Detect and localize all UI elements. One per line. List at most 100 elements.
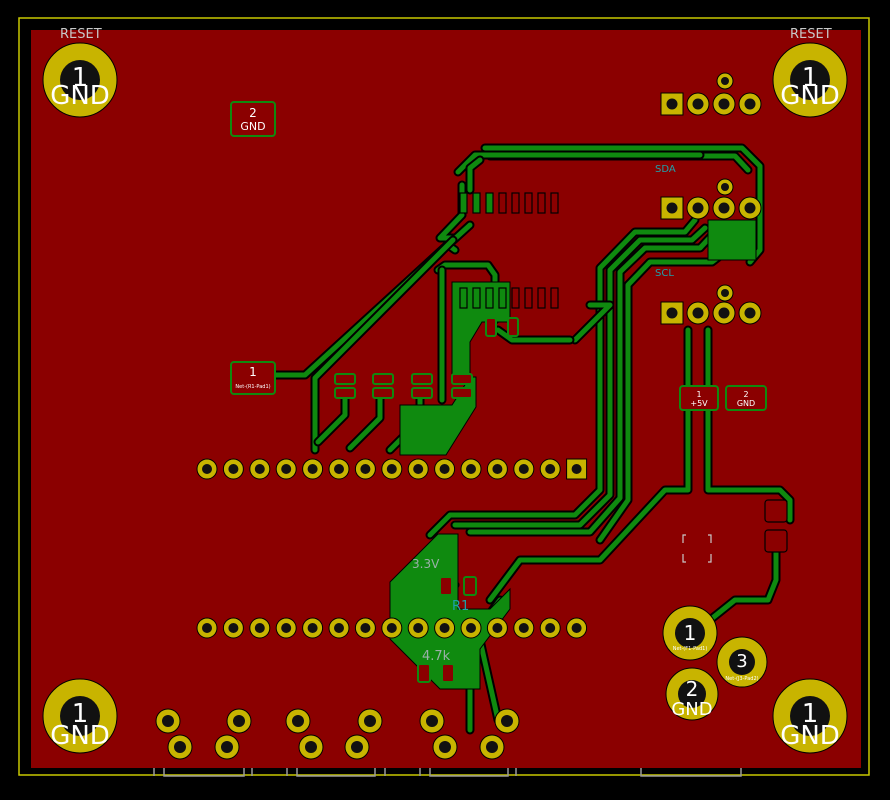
smd-pad xyxy=(441,663,455,683)
drill-hole xyxy=(466,623,476,633)
drill-hole xyxy=(351,741,363,753)
ic-pad xyxy=(511,287,520,309)
track xyxy=(482,145,763,265)
smd-pad xyxy=(451,387,473,399)
mounting-hole-bottom-right[interactable]: 1 GND xyxy=(772,678,848,754)
track xyxy=(467,157,483,193)
ic-pad xyxy=(498,287,507,309)
smd-pad xyxy=(372,373,394,385)
smd-pad xyxy=(334,387,356,399)
smd-pad xyxy=(372,387,394,399)
svg-text:GND: GND xyxy=(780,81,840,111)
mounting-hole-top-left[interactable]: RESET 1 GND xyxy=(42,27,118,118)
svg-text:+5V: +5V xyxy=(690,399,708,408)
svg-text:1: 1 xyxy=(684,621,697,645)
drill-hole xyxy=(721,77,729,85)
drill-hole xyxy=(721,183,729,191)
smd-pad xyxy=(417,663,431,683)
drill-hole xyxy=(501,715,513,727)
ic-pad xyxy=(459,192,468,214)
drill-hole xyxy=(174,741,186,753)
smd-pad-plus5v[interactable]: 1 +5V xyxy=(679,385,719,411)
svg-text:GND: GND xyxy=(240,120,265,133)
track xyxy=(427,217,698,538)
drill-hole xyxy=(228,464,239,474)
drill-hole xyxy=(202,464,212,474)
ic-pad xyxy=(550,192,559,214)
drill-hole xyxy=(692,307,704,319)
ic-pad xyxy=(459,287,468,309)
drill-hole xyxy=(307,623,318,633)
track xyxy=(705,327,793,523)
drill-hole xyxy=(360,464,371,474)
drill-hole xyxy=(292,715,304,727)
drill-hole xyxy=(571,623,582,633)
svg-text:GND: GND xyxy=(50,721,110,751)
smd-pad xyxy=(411,373,433,385)
svg-text:2: 2 xyxy=(743,390,748,399)
silkscreen-marks xyxy=(682,499,788,563)
drill-hole xyxy=(666,98,678,110)
smd-pad-gnd-top[interactable]: 2 GND xyxy=(230,101,276,137)
smd-pad xyxy=(334,373,356,385)
drill-hole xyxy=(518,623,529,633)
ic-pad xyxy=(524,192,533,214)
drill-hole xyxy=(545,464,556,474)
drill-hole xyxy=(426,715,438,727)
r1-reference: R1 xyxy=(452,599,469,614)
smd-pad-gnd-right[interactable]: 2 GND xyxy=(725,385,767,411)
ic-pad xyxy=(472,287,481,309)
drill-hole xyxy=(439,464,450,474)
drill-hole xyxy=(692,202,704,214)
drill-hole xyxy=(744,307,756,319)
ic-footprint-u1 xyxy=(459,192,559,309)
drill-hole xyxy=(334,464,344,474)
smd-pad xyxy=(439,576,453,596)
power-connector-pad1[interactable]: 1 Net-(F1-Pad1) xyxy=(662,605,718,661)
svg-text:2: 2 xyxy=(249,106,257,120)
drill-hole xyxy=(228,623,239,633)
header-label-sda: SDA xyxy=(655,164,676,175)
header-label-scl: SCL xyxy=(655,268,674,279)
drill-hole xyxy=(744,98,756,110)
track xyxy=(477,637,501,723)
drill-hole xyxy=(413,623,424,633)
silk-text: R1 4.7k 3.3V SDA SCL xyxy=(412,164,676,664)
v33-label: 3.3V xyxy=(412,557,440,571)
mounting-hole-bottom-left[interactable]: 1 GND xyxy=(42,678,118,754)
drill-hole xyxy=(666,307,678,319)
svg-text:1: 1 xyxy=(72,63,89,93)
track xyxy=(315,395,348,445)
drill-hole xyxy=(744,202,756,214)
drill-hole xyxy=(221,741,233,753)
drill-hole xyxy=(305,741,317,753)
drill-hole xyxy=(233,715,245,727)
drill-hole xyxy=(718,307,730,319)
drill-hole xyxy=(413,464,424,474)
drill-hole xyxy=(486,741,498,753)
svg-text:1: 1 xyxy=(696,390,701,399)
pin-headers xyxy=(196,458,588,639)
svg-text:1: 1 xyxy=(802,699,819,729)
smd-pad-signal-left[interactable]: 1 Net-(R1-Pad1) xyxy=(230,361,276,395)
power-connector-pad2[interactable]: 2 GND xyxy=(665,667,719,721)
track xyxy=(467,229,718,535)
drill-hole xyxy=(281,623,292,633)
ic-pad xyxy=(472,192,481,214)
drill-hole xyxy=(545,623,556,633)
drill-hole xyxy=(518,464,529,474)
svg-text:1: 1 xyxy=(249,365,257,379)
drill-hole xyxy=(386,623,397,633)
svg-text:RESET: RESET xyxy=(790,27,832,42)
mounting-hole-top-right[interactable]: RESET 1 GND xyxy=(772,27,848,118)
drill-hole xyxy=(439,623,450,633)
svg-text:GND: GND xyxy=(780,721,840,751)
power-connector-pad3[interactable]: 3 Net-(J3-Pad2) xyxy=(716,636,768,688)
drill-hole xyxy=(307,464,318,474)
right-connectors xyxy=(660,72,762,325)
svg-text:3: 3 xyxy=(736,651,747,672)
drill-hole xyxy=(364,715,376,727)
drill-hole xyxy=(162,715,174,727)
drill-hole xyxy=(386,464,397,474)
